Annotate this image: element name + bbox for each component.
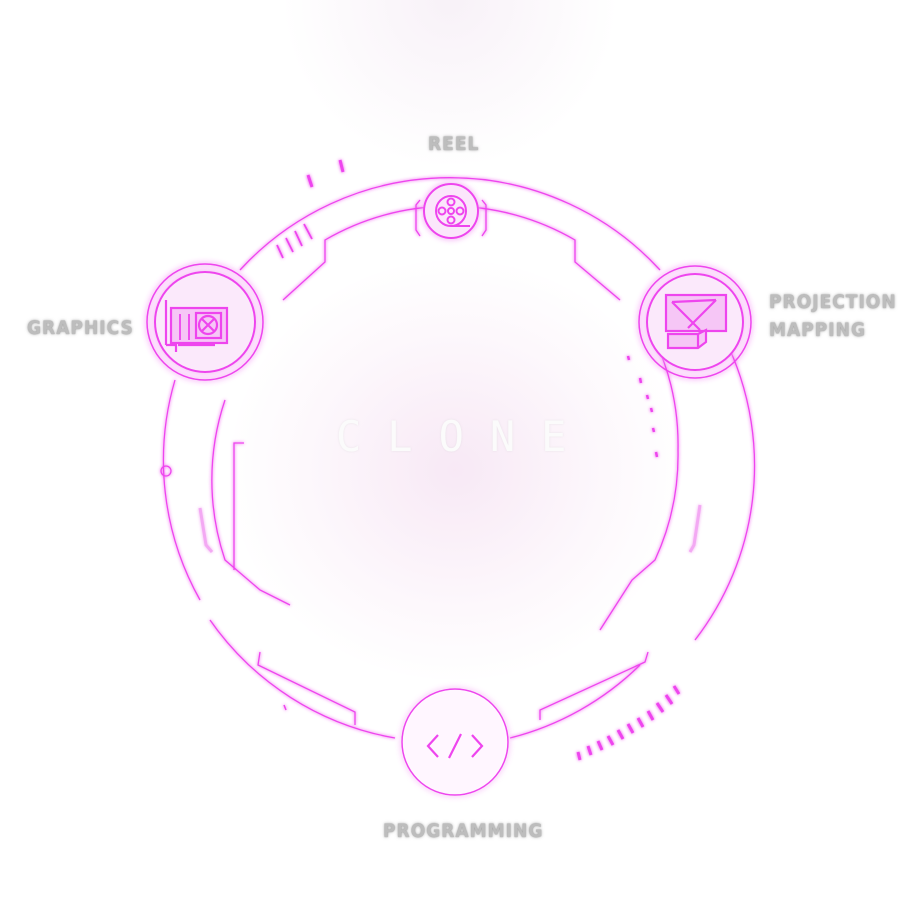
code-icon <box>426 733 484 759</box>
right-dots <box>626 355 659 458</box>
brand-title: CLONE <box>336 412 593 461</box>
projector-icon <box>664 293 728 350</box>
center-glow <box>230 260 680 680</box>
graphics-node[interactable] <box>146 263 264 381</box>
inner-ring-bottom-left <box>257 651 356 725</box>
projection-node[interactable] <box>638 265 752 379</box>
top-dash-1 <box>306 174 314 188</box>
menu-label-projection-line1: PROJECTION <box>769 291 897 313</box>
top-dash-2 <box>338 159 345 173</box>
menu-label-reel[interactable]: REEL <box>428 133 480 155</box>
reel-bracket-left <box>415 199 421 237</box>
left-pill <box>198 507 214 553</box>
top-glow <box>280 0 620 170</box>
menu-label-projection-mapping[interactable]: PROJECTION MAPPING <box>769 288 897 344</box>
outer-ring-arc-top <box>239 177 661 271</box>
menu-label-programming[interactable]: PROGRAMMING <box>383 820 544 842</box>
reel-bracket-right <box>481 199 487 237</box>
tick-group-top-left <box>276 223 313 259</box>
outer-ring-arc-bottom <box>509 664 641 739</box>
inner-ring-left <box>211 399 291 606</box>
bottom-right-dashes <box>576 685 681 761</box>
left-marker <box>160 465 172 477</box>
inner-ring-right <box>599 339 679 631</box>
outer-ring-arc-bottom-left <box>209 619 396 739</box>
programming-node[interactable] <box>401 688 509 796</box>
outer-ring-arc-left <box>162 379 201 601</box>
reel-node[interactable] <box>423 183 479 239</box>
bottom-left-tick <box>283 704 287 711</box>
inner-ring-bottom-right <box>539 651 649 720</box>
menu-label-projection-line2: MAPPING <box>769 319 866 341</box>
right-pill <box>688 504 702 553</box>
inner-ring-left-bracket <box>233 442 244 570</box>
outer-ring-arc-right <box>694 349 756 641</box>
graphics-card-icon <box>164 300 229 352</box>
film-reel-icon <box>435 195 470 227</box>
menu-label-graphics[interactable]: GRAPHICS <box>27 317 134 339</box>
